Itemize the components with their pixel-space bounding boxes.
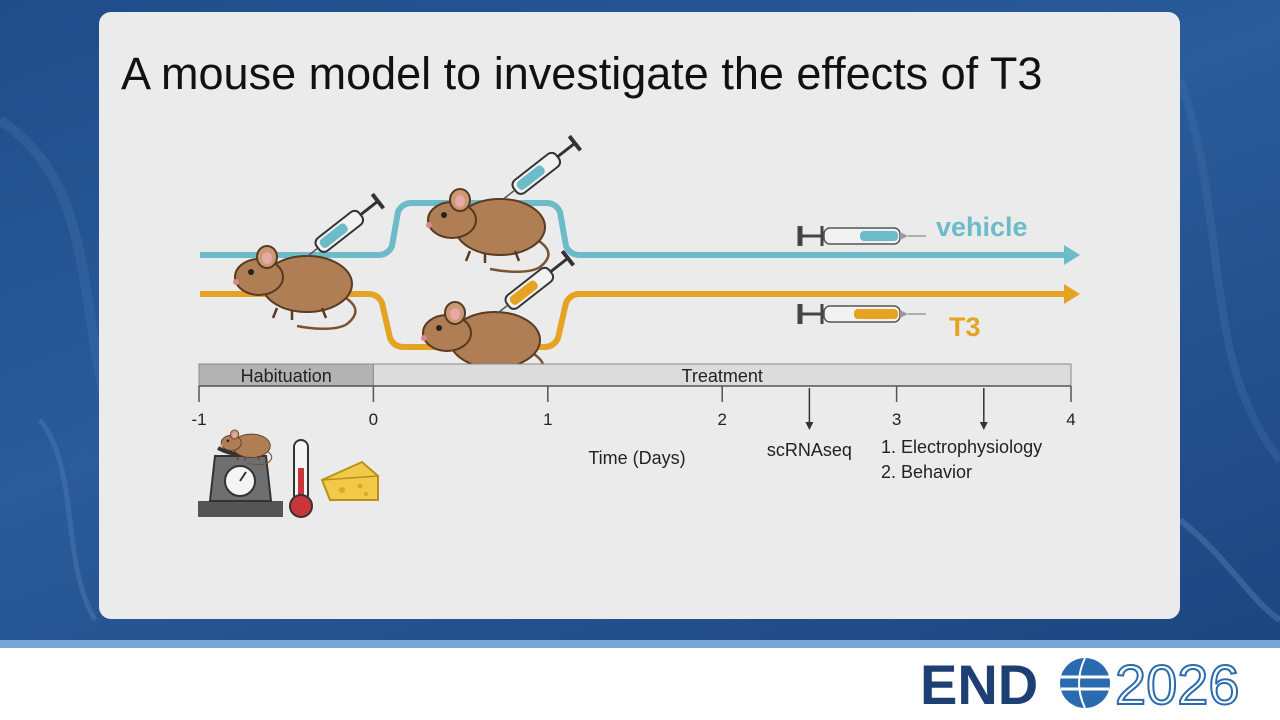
timeline-tick-label: 4 (1066, 410, 1075, 429)
syringe-icon (800, 226, 926, 246)
brand-end: END (920, 653, 1038, 712)
timeline-tick-label: 3 (892, 410, 901, 429)
event-label-line: 1. Electrophysiology (881, 437, 1042, 457)
event-label-line: 2. Behavior (881, 462, 972, 482)
syringe-icon (496, 134, 583, 208)
cheese-icon (320, 460, 379, 501)
syringe-icon (489, 249, 576, 323)
conference-logo: END 2026 (920, 652, 1270, 717)
brand-year: 2026 (1115, 653, 1240, 712)
timeline-tick-label: 2 (717, 410, 726, 429)
timeline-tick-label: 0 (369, 410, 378, 429)
footer-divider (0, 640, 1280, 648)
vehicle-label: vehicle (936, 212, 1028, 242)
scale-icon (198, 446, 283, 517)
t3-arrowhead (1064, 284, 1080, 304)
vehicle-arrowhead (1064, 245, 1080, 265)
timeline-tick-label: 1 (543, 410, 552, 429)
mouse-icon (231, 244, 357, 331)
timeline-phase-label: Treatment (682, 366, 763, 386)
timeline-axis-label: Time (Days) (588, 448, 685, 468)
timeline-phase-label: Habituation (241, 366, 332, 386)
t3-label: T3 (949, 312, 981, 342)
globe-icon (1060, 657, 1110, 709)
event-label: scRNAseq (767, 440, 852, 460)
content-panel: A mouse model to investigate the effects… (99, 12, 1180, 619)
syringe-icon (800, 304, 926, 324)
experiment-diagram: vehicle T3 Habituation Treatment -1 0 1 2 3 4Ti… (191, 134, 1080, 518)
timeline-tick-label: -1 (191, 410, 206, 429)
slide-title: A mouse model to investigate the effects… (121, 48, 1043, 99)
event-arrowhead (805, 422, 814, 430)
syringe-icon (299, 192, 386, 266)
thermometer-icon (289, 439, 313, 518)
event-arrowhead (979, 422, 988, 430)
